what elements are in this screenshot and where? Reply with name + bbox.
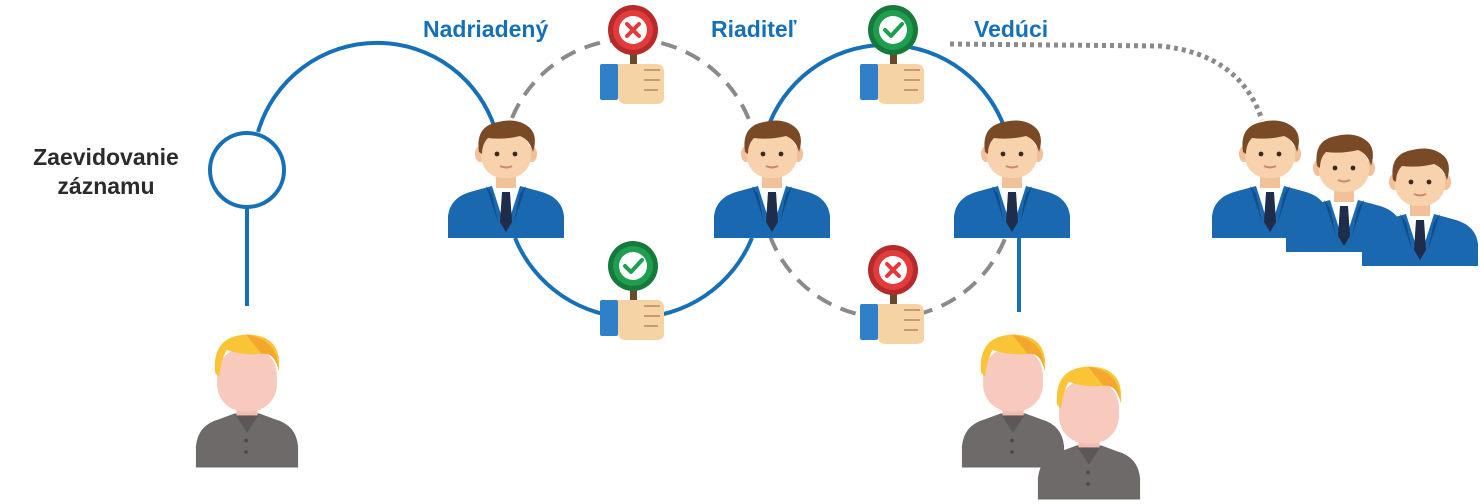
- flow-lines: [208, 37, 1265, 320]
- reject-sign-icon-director: [858, 244, 926, 344]
- approve-sign-icon-superior: [598, 240, 666, 340]
- start-node-circle-node-icon: [208, 131, 286, 209]
- rejected-arc-director-head: [768, 235, 1008, 320]
- reject-sign-icon-superior: [598, 4, 666, 104]
- record-creation-label: Zaevidovanie záznamu: [8, 143, 204, 201]
- record-creation-line-2: záznamu: [57, 172, 155, 199]
- superior-label: Nadriadený: [423, 16, 549, 42]
- employee-icon-staff-1: [961, 334, 1065, 468]
- manager-icon-director: [713, 119, 831, 238]
- approve-sign-icon-director: [858, 4, 926, 104]
- employee-icon-creator: [195, 334, 299, 468]
- flow-arc-to-superior: [256, 40, 498, 133]
- dotted-link-to-team: [949, 41, 1265, 121]
- director-label: Riaditeľ: [711, 16, 797, 42]
- team-group: [1211, 119, 1479, 266]
- record-creation-line-1: Zaevidovanie: [33, 144, 179, 170]
- manager-icon-superior: [447, 119, 565, 238]
- rejected-arc-superior-director: [510, 37, 754, 129]
- head-label: Vedúci: [974, 16, 1049, 42]
- manager-icon-head: [953, 119, 1071, 238]
